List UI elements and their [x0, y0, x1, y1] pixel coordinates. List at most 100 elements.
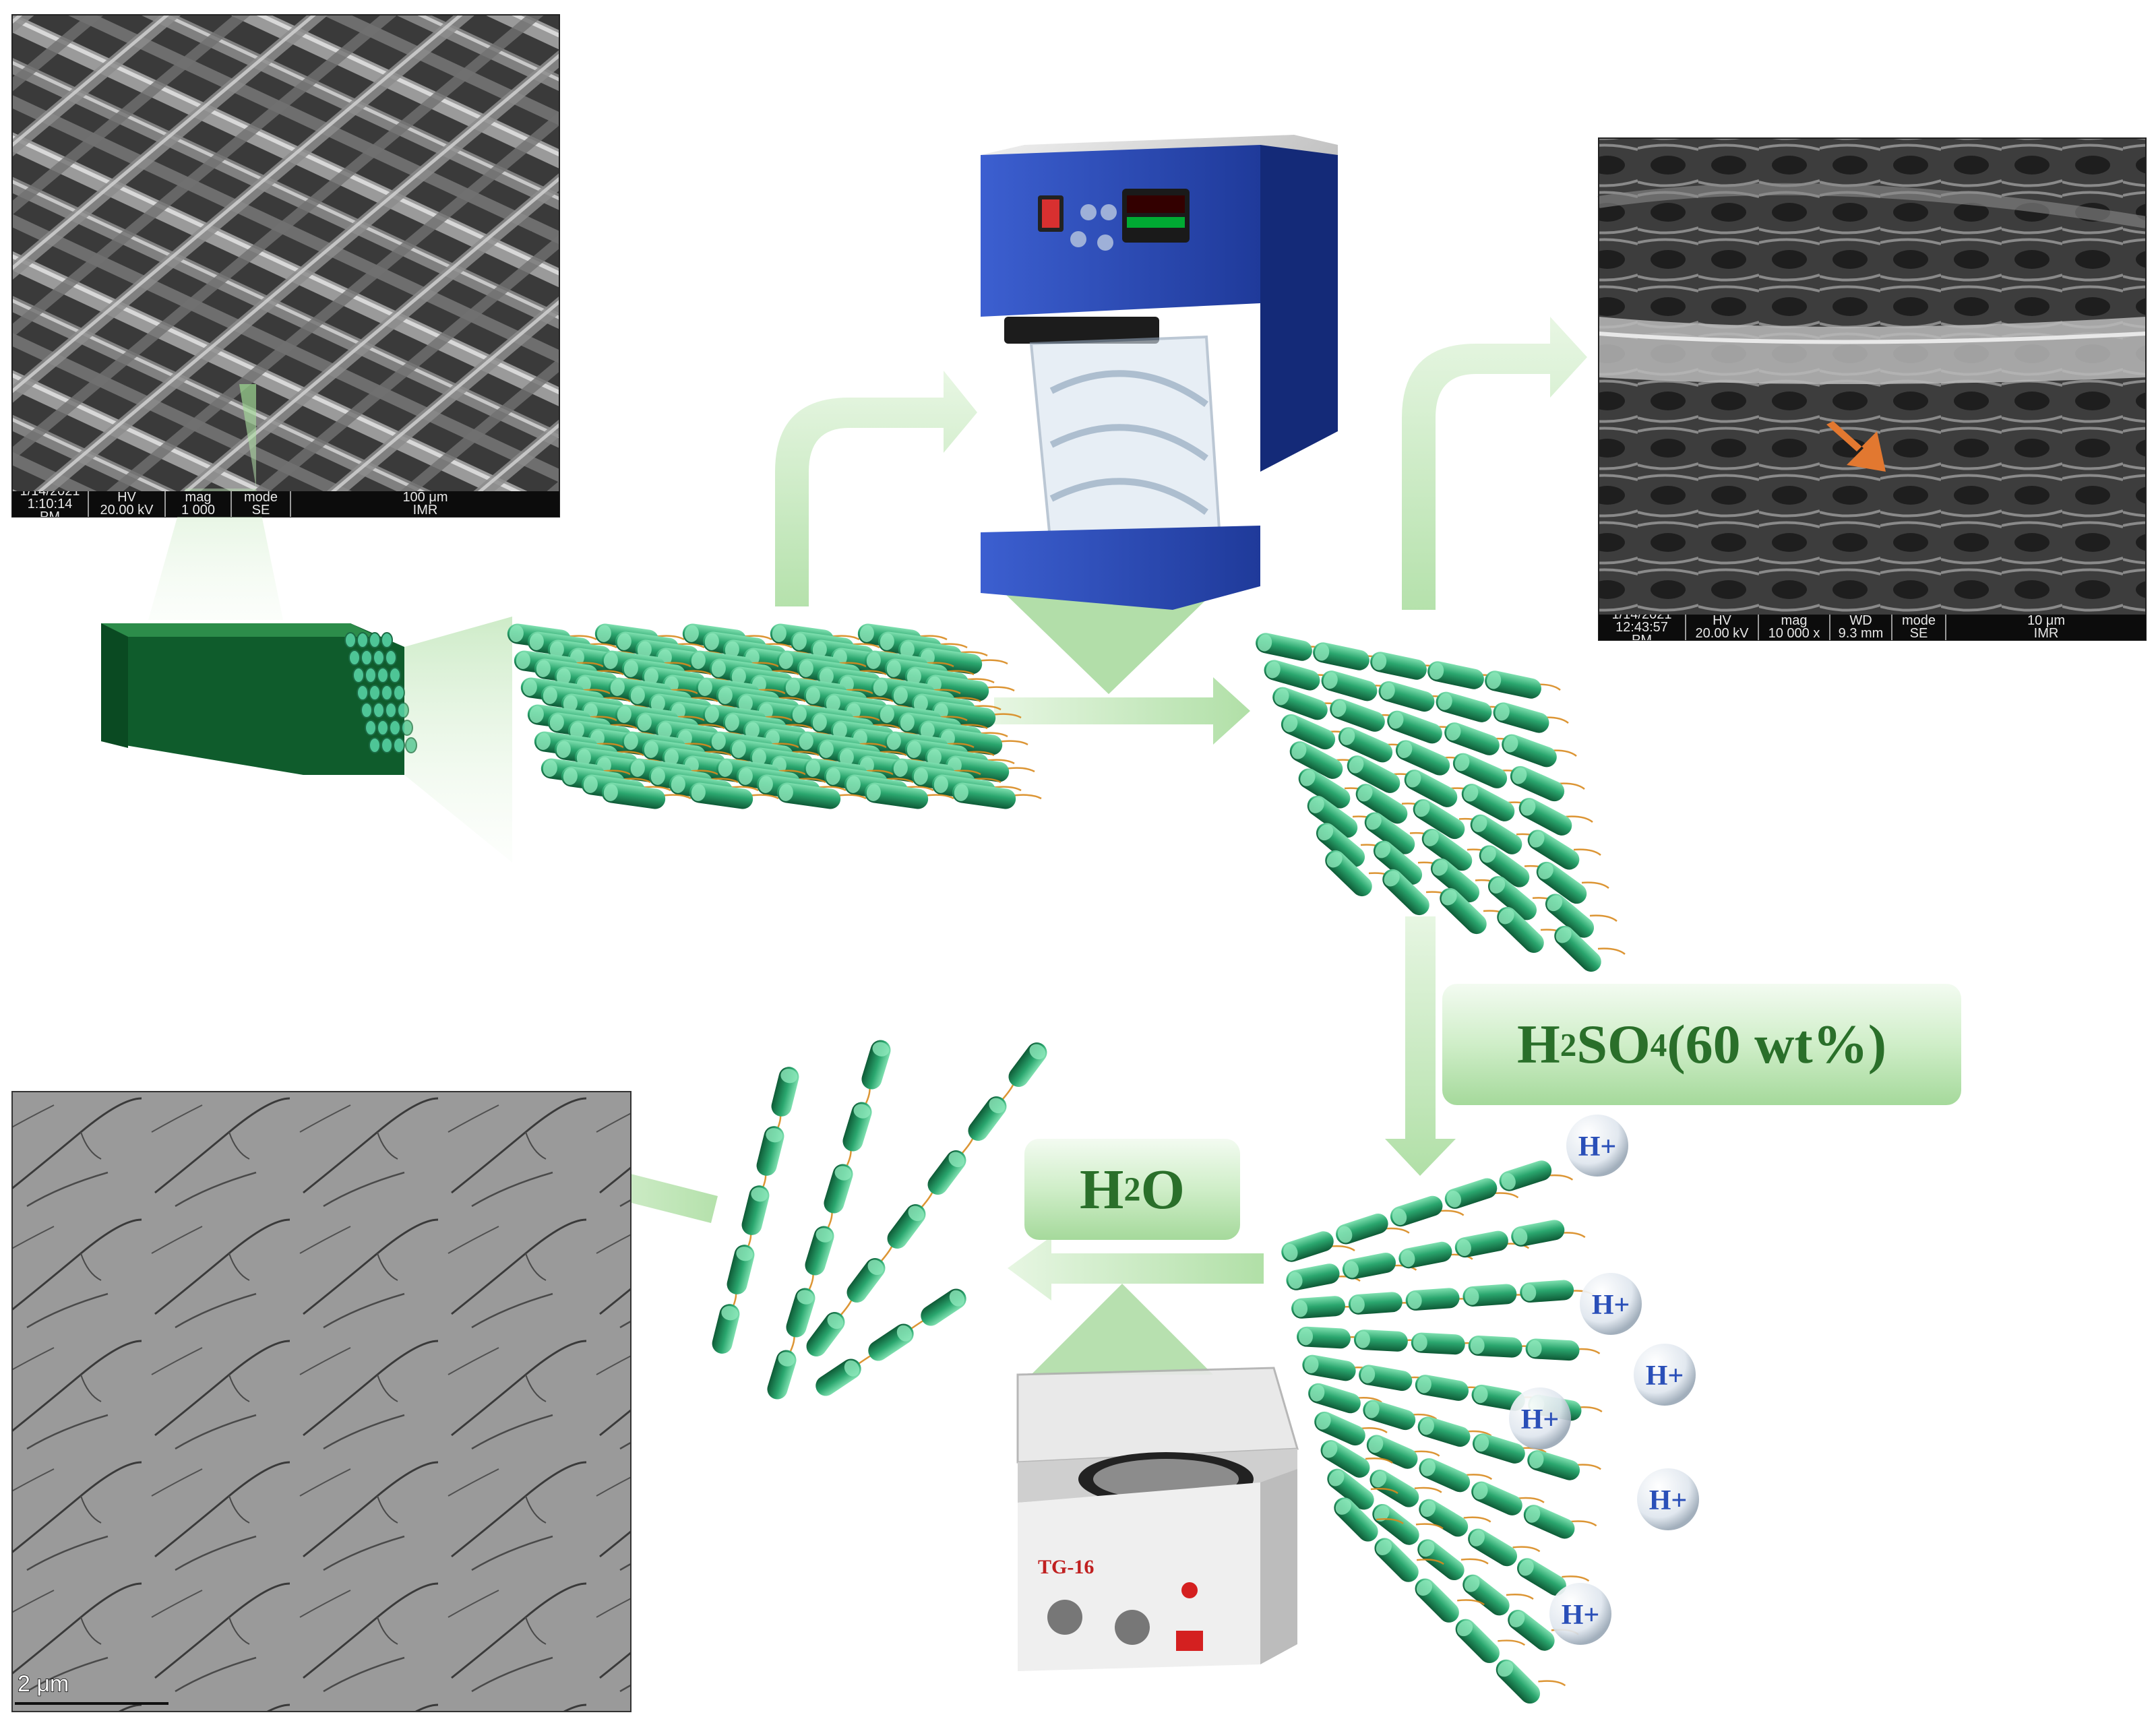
cellulose-rod	[767, 1350, 797, 1400]
water-h: H	[1080, 1158, 1124, 1221]
cellulose-rod	[1347, 755, 1400, 793]
proton-bubble: H+	[1637, 1468, 1699, 1530]
cellulose-nanofiber-chains	[712, 1040, 1047, 1400]
cellulose-rod	[601, 782, 666, 809]
sem-tr-hv-label: HV	[1713, 615, 1731, 628]
fiber-end	[377, 667, 389, 683]
fiber-end	[357, 632, 369, 648]
homogenizer-machine	[981, 135, 1338, 610]
sem-image-network	[1597, 137, 2147, 641]
cellulose-rod	[1454, 1230, 1508, 1258]
cellulose-rod	[756, 1126, 784, 1176]
proton-bubble: H+	[1549, 1583, 1611, 1645]
sem-tr-scale: 10 μm	[2027, 615, 2065, 628]
fiber-end	[389, 720, 401, 736]
cellulose-rod	[1471, 1481, 1522, 1515]
cellulose-rod	[1390, 1195, 1443, 1227]
fiber-end	[393, 685, 405, 701]
cellulose-rod	[1527, 830, 1580, 870]
cellulose-rod	[1427, 661, 1484, 689]
binder-link	[1506, 1593, 1534, 1600]
cellulose-rod	[1545, 894, 1595, 938]
binder-link	[1370, 1488, 1398, 1495]
binder-link	[1465, 1474, 1493, 1480]
cellulose-rod	[1264, 660, 1320, 691]
binder-link	[1457, 1599, 1485, 1606]
tem-image	[11, 1091, 632, 1712]
cellulose-rod	[1256, 633, 1312, 661]
cellulose-rod	[887, 1203, 926, 1249]
cellulose-rod	[786, 1288, 815, 1338]
binder-link	[1565, 815, 1593, 823]
fiber-end	[381, 737, 393, 753]
sem-tr-wd-value: 9.3 mm	[1838, 626, 1884, 640]
acid-sub-4: 4	[1650, 1026, 1667, 1063]
fiber-end	[393, 737, 405, 753]
cellulose-rod	[1353, 1329, 1408, 1352]
cellulose-rod	[1517, 1558, 1566, 1596]
cellulose-rod	[1417, 1539, 1465, 1581]
cellulose-rod	[1511, 1220, 1565, 1247]
fiber-end	[344, 632, 357, 648]
cellulose-rod	[1327, 1468, 1374, 1510]
acid-sub-2: 2	[1560, 1026, 1577, 1063]
cellulose-rod	[1462, 1574, 1510, 1616]
fiber-end	[385, 702, 397, 718]
cellulose-rod	[1321, 670, 1378, 701]
cellulose-rod	[1373, 840, 1423, 885]
acid-concentration: (60 wt%)	[1667, 1013, 1886, 1075]
cellulose-rod	[1440, 887, 1487, 935]
binder-link	[1412, 1450, 1440, 1457]
cellulose-rod	[1411, 1332, 1465, 1355]
cellulose-rod	[1499, 1160, 1552, 1191]
fiber-bundle-block	[101, 623, 417, 775]
cellulose-rod	[1374, 1538, 1419, 1582]
cellulose-rod	[1369, 1469, 1419, 1507]
fiber-end	[357, 685, 369, 701]
cellulose-rod	[689, 782, 753, 809]
binder-link	[1365, 1458, 1393, 1464]
sem-tr-mode-value: SE	[1909, 626, 1928, 640]
binder-link	[1463, 1516, 1491, 1523]
binder-link	[1589, 914, 1618, 922]
cellulose-rod	[824, 1164, 853, 1214]
centrifuge-machine	[1016, 1367, 1299, 1671]
cellulose-rod	[1554, 925, 1601, 972]
cellulose-rod	[1472, 1433, 1525, 1464]
cellulose-rod	[1378, 681, 1435, 712]
fiber-end	[389, 667, 401, 683]
fiber-end	[385, 650, 397, 666]
cellulose-rod	[806, 1311, 845, 1357]
binder-link	[1569, 1520, 1597, 1527]
binder-link	[1581, 881, 1609, 889]
fiber-end	[369, 685, 381, 701]
arrow-centrifuge-up	[1031, 1284, 1213, 1375]
cellulose-rod	[1419, 1499, 1469, 1537]
cellulose-rod	[1008, 1042, 1047, 1088]
fiber-end	[381, 632, 393, 648]
arrow-to-homogenizer	[775, 371, 977, 606]
cellulose-rod	[1455, 1619, 1500, 1663]
arrow-down-acid	[1385, 916, 1456, 1176]
cellulose-rod	[1415, 1578, 1459, 1623]
sem-tr-date: 1/14/2021	[1604, 615, 1680, 621]
zoom-cone-bundle	[404, 617, 512, 863]
fiber-end	[373, 702, 385, 718]
fiber-end	[373, 650, 385, 666]
sem-image-fibers	[11, 14, 560, 518]
sem-tr-mag-label: mag	[1781, 615, 1808, 628]
sem-tl-mag-label: mag	[185, 491, 212, 505]
cellulose-rod	[1313, 642, 1369, 670]
acid-h: H	[1516, 1013, 1560, 1075]
fiber-end	[381, 685, 393, 701]
fiber-end	[365, 720, 377, 736]
cellulose-rod	[771, 1067, 799, 1117]
sem-tl-lab: IMR	[412, 503, 438, 517]
cellulose-rod	[1405, 1288, 1460, 1311]
cellulose-rod	[1493, 702, 1549, 733]
cellulose-rod	[727, 1245, 755, 1294]
sem-tl-mode-value: SE	[251, 503, 270, 517]
cellulose-rod	[1461, 784, 1515, 821]
binder-link	[1498, 1639, 1526, 1646]
